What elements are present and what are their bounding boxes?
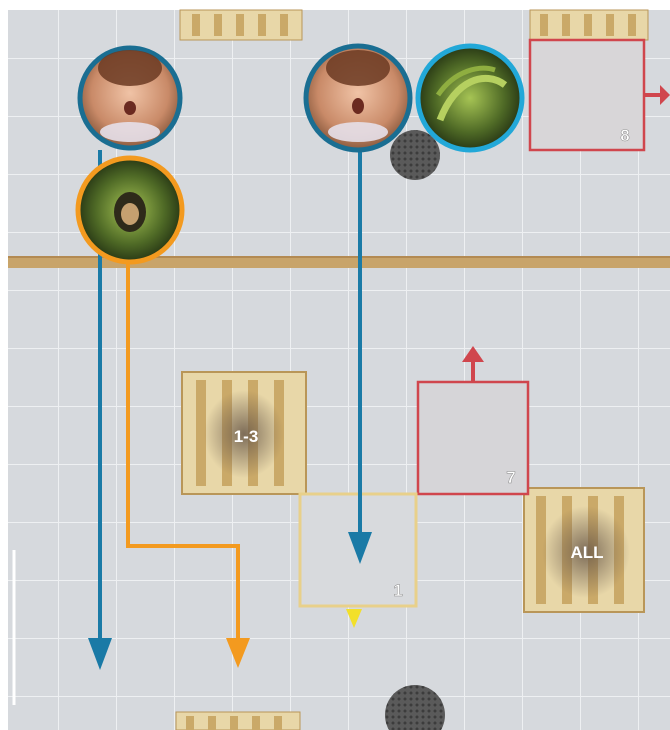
pallet-1-3[interactable]: 1-3 (182, 372, 306, 494)
pallet-label: 1-3 (234, 427, 259, 446)
token-survivor-2[interactable] (306, 46, 410, 150)
pallet-all[interactable]: ALL (524, 488, 644, 612)
token-zombie-cyan[interactable] (418, 46, 522, 150)
zone-number: 1 (393, 581, 402, 600)
pallet-top-right[interactable] (530, 10, 648, 40)
pallet-bottom[interactable] (176, 712, 300, 730)
zone-number: 7 (506, 468, 515, 487)
board-edge-left (0, 0, 8, 730)
pallet-top-left[interactable] (180, 10, 302, 40)
pallet-label: ALL (570, 543, 603, 562)
token-survivor-1[interactable] (80, 48, 180, 148)
token-zombie-orange[interactable] (78, 158, 182, 262)
board-edge-top (0, 0, 670, 10)
zone-number: 8 (620, 126, 629, 145)
